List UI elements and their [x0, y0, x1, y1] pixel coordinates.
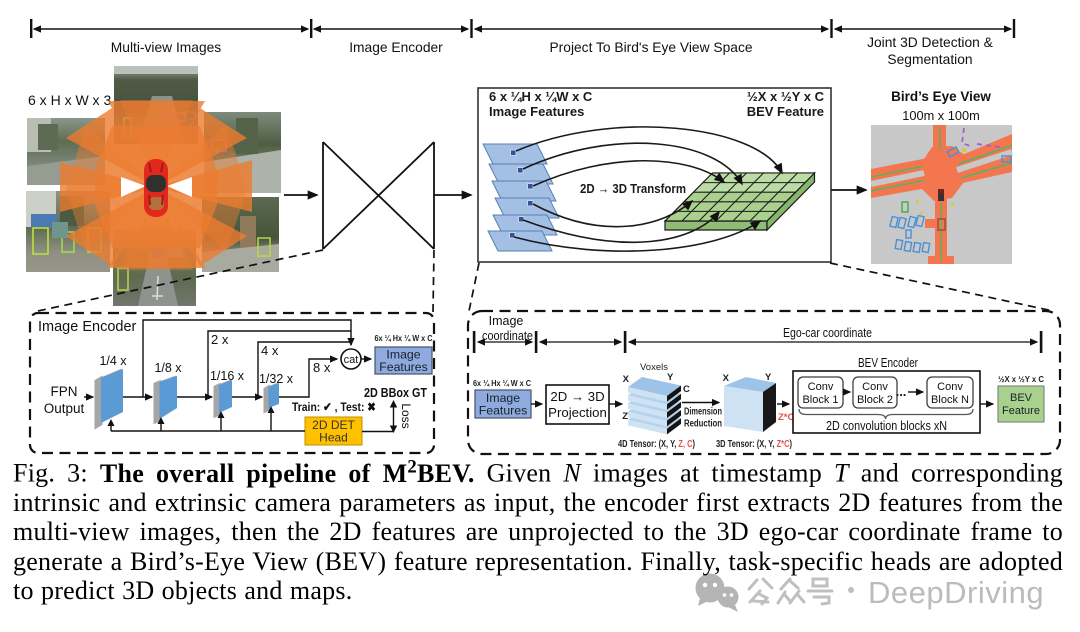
svg-text:BEV Feature: BEV Feature: [747, 104, 824, 119]
svg-text:2D → 3D Transform: 2D → 3D Transform: [580, 181, 686, 196]
svg-text:½X x ½Y x C: ½X x ½Y x C: [998, 375, 1044, 384]
svg-text:Reduction: Reduction: [684, 419, 722, 430]
svg-text:2 x: 2 x: [211, 332, 229, 347]
svg-text:2D convolution blocks xN: 2D convolution blocks xN: [826, 418, 947, 433]
svg-text:FPN: FPN: [51, 384, 78, 399]
svg-text:Image Encoder: Image Encoder: [38, 319, 137, 335]
svg-text:2D → 3D: 2D → 3D: [550, 389, 604, 404]
svg-text:Train: ✔ , Test: ✖: Train: ✔ , Test: ✖: [292, 400, 376, 414]
svg-text:6x ¼ Hx ¼ W x C: 6x ¼ Hx ¼ W x C: [375, 334, 433, 343]
svg-text:Conv: Conv: [937, 381, 963, 393]
svg-text:6x ¼ Hx ¼ W x C: 6x ¼ Hx ¼ W x C: [473, 379, 531, 388]
svg-text:Features: Features: [479, 404, 528, 418]
svg-text:Conv: Conv: [862, 381, 888, 393]
svg-text:100m x 100m: 100m x 100m: [902, 108, 980, 123]
svg-text:6 x H x W x 3: 6 x H x W x 3: [28, 92, 111, 108]
svg-text:Joint 3D Detection &: Joint 3D Detection &: [867, 35, 993, 50]
svg-text:Project To Bird's Eye View Spa: Project To Bird's Eye View Space: [549, 40, 752, 55]
svg-text:3D Tensor: (X, Y, Z*C): 3D Tensor: (X, Y, Z*C): [716, 439, 792, 450]
svg-text:Voxels: Voxels: [640, 362, 668, 373]
svg-text:4 x: 4 x: [261, 343, 279, 358]
svg-text:Head: Head: [319, 431, 348, 445]
svg-text:Image: Image: [386, 348, 420, 362]
svg-text:1/16 x: 1/16 x: [210, 369, 245, 383]
svg-text:cat: cat: [344, 354, 359, 366]
svg-text:Bird’s Eye View: Bird’s Eye View: [891, 89, 991, 104]
svg-text:Loss: Loss: [399, 403, 413, 428]
svg-text:Y: Y: [667, 372, 674, 383]
svg-text:6 x ¼H x ¼W x C: 6 x ¼H x ¼W x C: [489, 89, 593, 104]
svg-text:BEV Encoder: BEV Encoder: [858, 356, 918, 370]
svg-text:½X x ½Y x C: ½X x ½Y x C: [747, 89, 825, 104]
svg-text:Feature: Feature: [1002, 405, 1040, 417]
svg-text:DeepDriving: DeepDriving: [868, 575, 1044, 610]
svg-text:BEV: BEV: [1010, 392, 1033, 404]
svg-text:Block N: Block N: [931, 394, 969, 406]
svg-text:1/32 x: 1/32 x: [259, 372, 294, 386]
svg-text:1/4 x: 1/4 x: [99, 354, 127, 368]
svg-text:Image: Image: [489, 314, 524, 328]
svg-text:X: X: [723, 373, 730, 384]
svg-text:coordinate: coordinate: [482, 329, 533, 343]
svg-text:Output: Output: [44, 401, 85, 416]
svg-text:X: X: [623, 374, 630, 385]
svg-text:Conv: Conv: [808, 381, 834, 393]
svg-text:1/8 x: 1/8 x: [154, 361, 182, 375]
svg-text:Multi-view Images: Multi-view Images: [111, 40, 222, 55]
svg-text:Features: Features: [379, 360, 428, 374]
svg-text:Block 2: Block 2: [857, 394, 893, 406]
svg-text:2D BBox GT: 2D BBox GT: [364, 385, 427, 400]
svg-text:8 x: 8 x: [313, 360, 331, 375]
svg-text:Segmentation: Segmentation: [887, 52, 972, 67]
svg-text:Z*C: Z*C: [778, 412, 795, 423]
svg-text:Dimension: Dimension: [684, 407, 722, 418]
svg-text:Image: Image: [486, 391, 520, 405]
svg-text:Projection: Projection: [548, 405, 607, 420]
svg-text:Image Encoder: Image Encoder: [349, 40, 443, 55]
svg-text:Block 1: Block 1: [802, 394, 838, 406]
svg-text:Z: Z: [622, 411, 628, 422]
svg-text:Y: Y: [765, 372, 772, 383]
svg-text:...: ...: [896, 384, 907, 399]
svg-text:C: C: [683, 384, 690, 395]
svg-text:2D DET: 2D DET: [312, 418, 355, 432]
svg-text:4D Tensor: (X, Y, Z, C): 4D Tensor: (X, Y, Z, C): [618, 439, 695, 450]
svg-text:Image Features: Image Features: [489, 104, 584, 119]
svg-text:Ego-car coordinate: Ego-car coordinate: [783, 325, 872, 340]
